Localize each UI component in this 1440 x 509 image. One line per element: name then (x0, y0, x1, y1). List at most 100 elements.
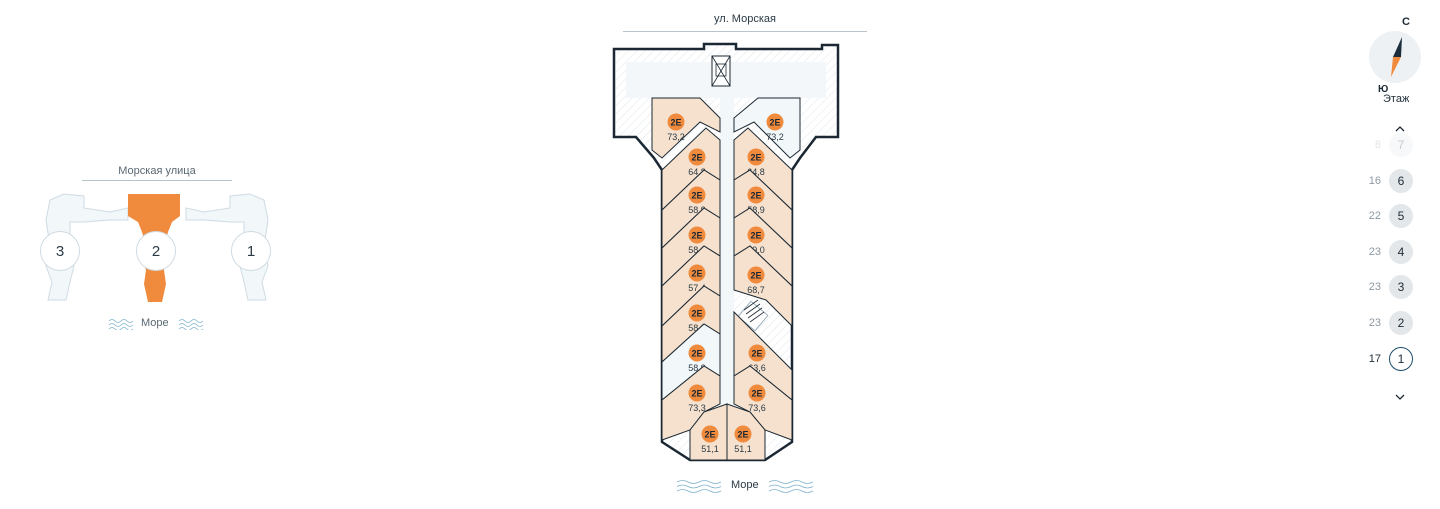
apartment-area-label: 64,8 (747, 167, 765, 177)
apartment-type-badge (747, 186, 765, 204)
floor-apartment-count: 23 (1368, 281, 1381, 293)
apartment-unit[interactable]: 2Е 59,0 (733, 207, 793, 288)
apartment-unit[interactable]: 2Е 73,3 (661, 365, 721, 441)
apartment-type-badge (748, 384, 766, 402)
floor-button-6[interactable]: 6 (1389, 169, 1413, 193)
apartment-area-label: 64,8 (688, 167, 706, 177)
apartment-area-label: 58,0 (688, 245, 706, 255)
floor-row-6[interactable]: 16 6 (1355, 169, 1425, 195)
apartment-type-label: 2Е (670, 118, 681, 128)
apartment-type-badge (701, 425, 719, 443)
apartment-unit[interactable]: 2Е 68,7 (733, 245, 793, 328)
mini-map-sea: Море (108, 316, 208, 332)
floor-button-7[interactable]: 7 (1389, 133, 1413, 157)
floor-row-7[interactable]: 8 7 (1355, 133, 1425, 159)
apartment-shape (661, 365, 721, 441)
apartment-area-label: 58,9 (747, 205, 765, 215)
compass-icon (1369, 31, 1421, 83)
building-3-button[interactable]: 3 (40, 231, 80, 271)
floor-up-button[interactable] (1393, 124, 1407, 134)
floor-button-3[interactable]: 3 (1389, 275, 1413, 299)
floor-row-1[interactable]: 17 1 (1355, 347, 1425, 373)
apartment-area-label: 73,3 (688, 403, 706, 413)
apartment-type-badge (747, 266, 765, 284)
apartment-shape (651, 97, 721, 159)
apartment-shape (733, 245, 793, 328)
wave-icon (676, 480, 722, 493)
apartment-type-label: 2Е (704, 430, 715, 440)
apartment-shape (733, 97, 801, 159)
apartment-area-label: 58,9 (688, 363, 706, 373)
stairs-icon (737, 299, 769, 332)
apartment-unit[interactable]: 2Е 51,1 (726, 403, 766, 461)
floor-apartment-count: 17 (1368, 353, 1381, 365)
floor-selector-title: Этаж (1383, 93, 1410, 105)
building-2-button[interactable]: 2 (136, 231, 176, 271)
floor-button-4[interactable]: 4 (1389, 240, 1413, 264)
elevator-icon (711, 55, 731, 87)
compass-needle (1391, 37, 1402, 77)
floor-row-2[interactable]: 23 2 (1355, 311, 1425, 337)
apartment-type-label: 2Е (691, 231, 702, 241)
apartment-type-label: 2Е (737, 430, 748, 440)
chevron-down-icon (1395, 394, 1405, 400)
apartment-area-label: 68,7 (747, 285, 765, 295)
apartment-type-badge (688, 344, 706, 362)
apartment-type-label: 2Е (750, 231, 761, 241)
apartment-type-label: 2Е (691, 269, 702, 279)
floor-row-5[interactable]: 22 5 (1355, 204, 1425, 230)
apartment-type-badge (766, 113, 784, 131)
wave-icon (178, 319, 204, 330)
apartment-type-badge (748, 344, 766, 362)
floor-row-3[interactable]: 23 3 (1355, 275, 1425, 301)
apartment-type-label: 2Е (751, 349, 762, 359)
apartment-type-label: 2Е (691, 349, 702, 359)
floor-down-button[interactable] (1393, 392, 1407, 402)
main-sea: Море (676, 476, 816, 494)
apartment-area-label: 58,9 (688, 323, 706, 333)
apartment-unit[interactable]: 2Е 73,6 (733, 365, 793, 441)
apartment-type-label: 2Е (769, 118, 780, 128)
apartment-area-label: 63,6 (748, 363, 766, 373)
apartment-area-label: 51,1 (734, 444, 752, 454)
compass-north-label: С (1402, 16, 1410, 28)
floor-apartment-count: 22 (1368, 210, 1381, 222)
apartment-type-label: 2Е (750, 153, 761, 163)
apartments-layer: 2Е73,22Е73,22Е64,82Е64,82Е58,92Е58,92Е58… (651, 97, 801, 461)
apartment-area-label: 73,2 (766, 132, 784, 142)
apartment-area-label: 73,2 (667, 132, 685, 142)
floor-button-1[interactable]: 1 (1389, 347, 1413, 371)
floor-button-5[interactable]: 5 (1389, 204, 1413, 228)
apartment-area-label: 73,6 (748, 403, 766, 413)
apartment-type-label: 2Е (750, 271, 761, 281)
floor-button-2[interactable]: 2 (1389, 311, 1413, 335)
apartment-type-badge (747, 226, 765, 244)
compass-south-label: Ю (1378, 84, 1389, 95)
corridor (720, 98, 734, 404)
mini-map-sea-label: Море (141, 317, 169, 329)
apartment-shape (733, 365, 793, 441)
apartment-type-label: 2Е (691, 153, 702, 163)
main-sea-label: Море (731, 479, 759, 491)
apartment-area-label: 59,0 (747, 245, 765, 255)
apartment-type-badge (688, 226, 706, 244)
floor-apartment-count: 23 (1368, 317, 1381, 329)
floor-apartment-count: 16 (1368, 175, 1381, 187)
apartment-unit[interactable]: 2Е 73,2 (651, 97, 721, 159)
street-label: ул. Морская (714, 13, 776, 25)
chevron-up-icon (1395, 126, 1405, 132)
apartment-unit[interactable]: 2Е 73,2 (733, 97, 801, 159)
apartment-type-badge (688, 148, 706, 166)
building-1-button[interactable]: 1 (231, 231, 271, 271)
apartment-type-badge (688, 304, 706, 322)
mini-map-street-label: Морская улица (118, 165, 196, 177)
apartment-type-badge (747, 148, 765, 166)
apartment-type-badge (688, 384, 706, 402)
floor-row-4[interactable]: 23 4 (1355, 240, 1425, 266)
apartment-type-label: 2Е (751, 389, 762, 399)
floor-apartment-count: 23 (1368, 246, 1381, 258)
floor-apartment-count: 8 (1374, 139, 1381, 151)
